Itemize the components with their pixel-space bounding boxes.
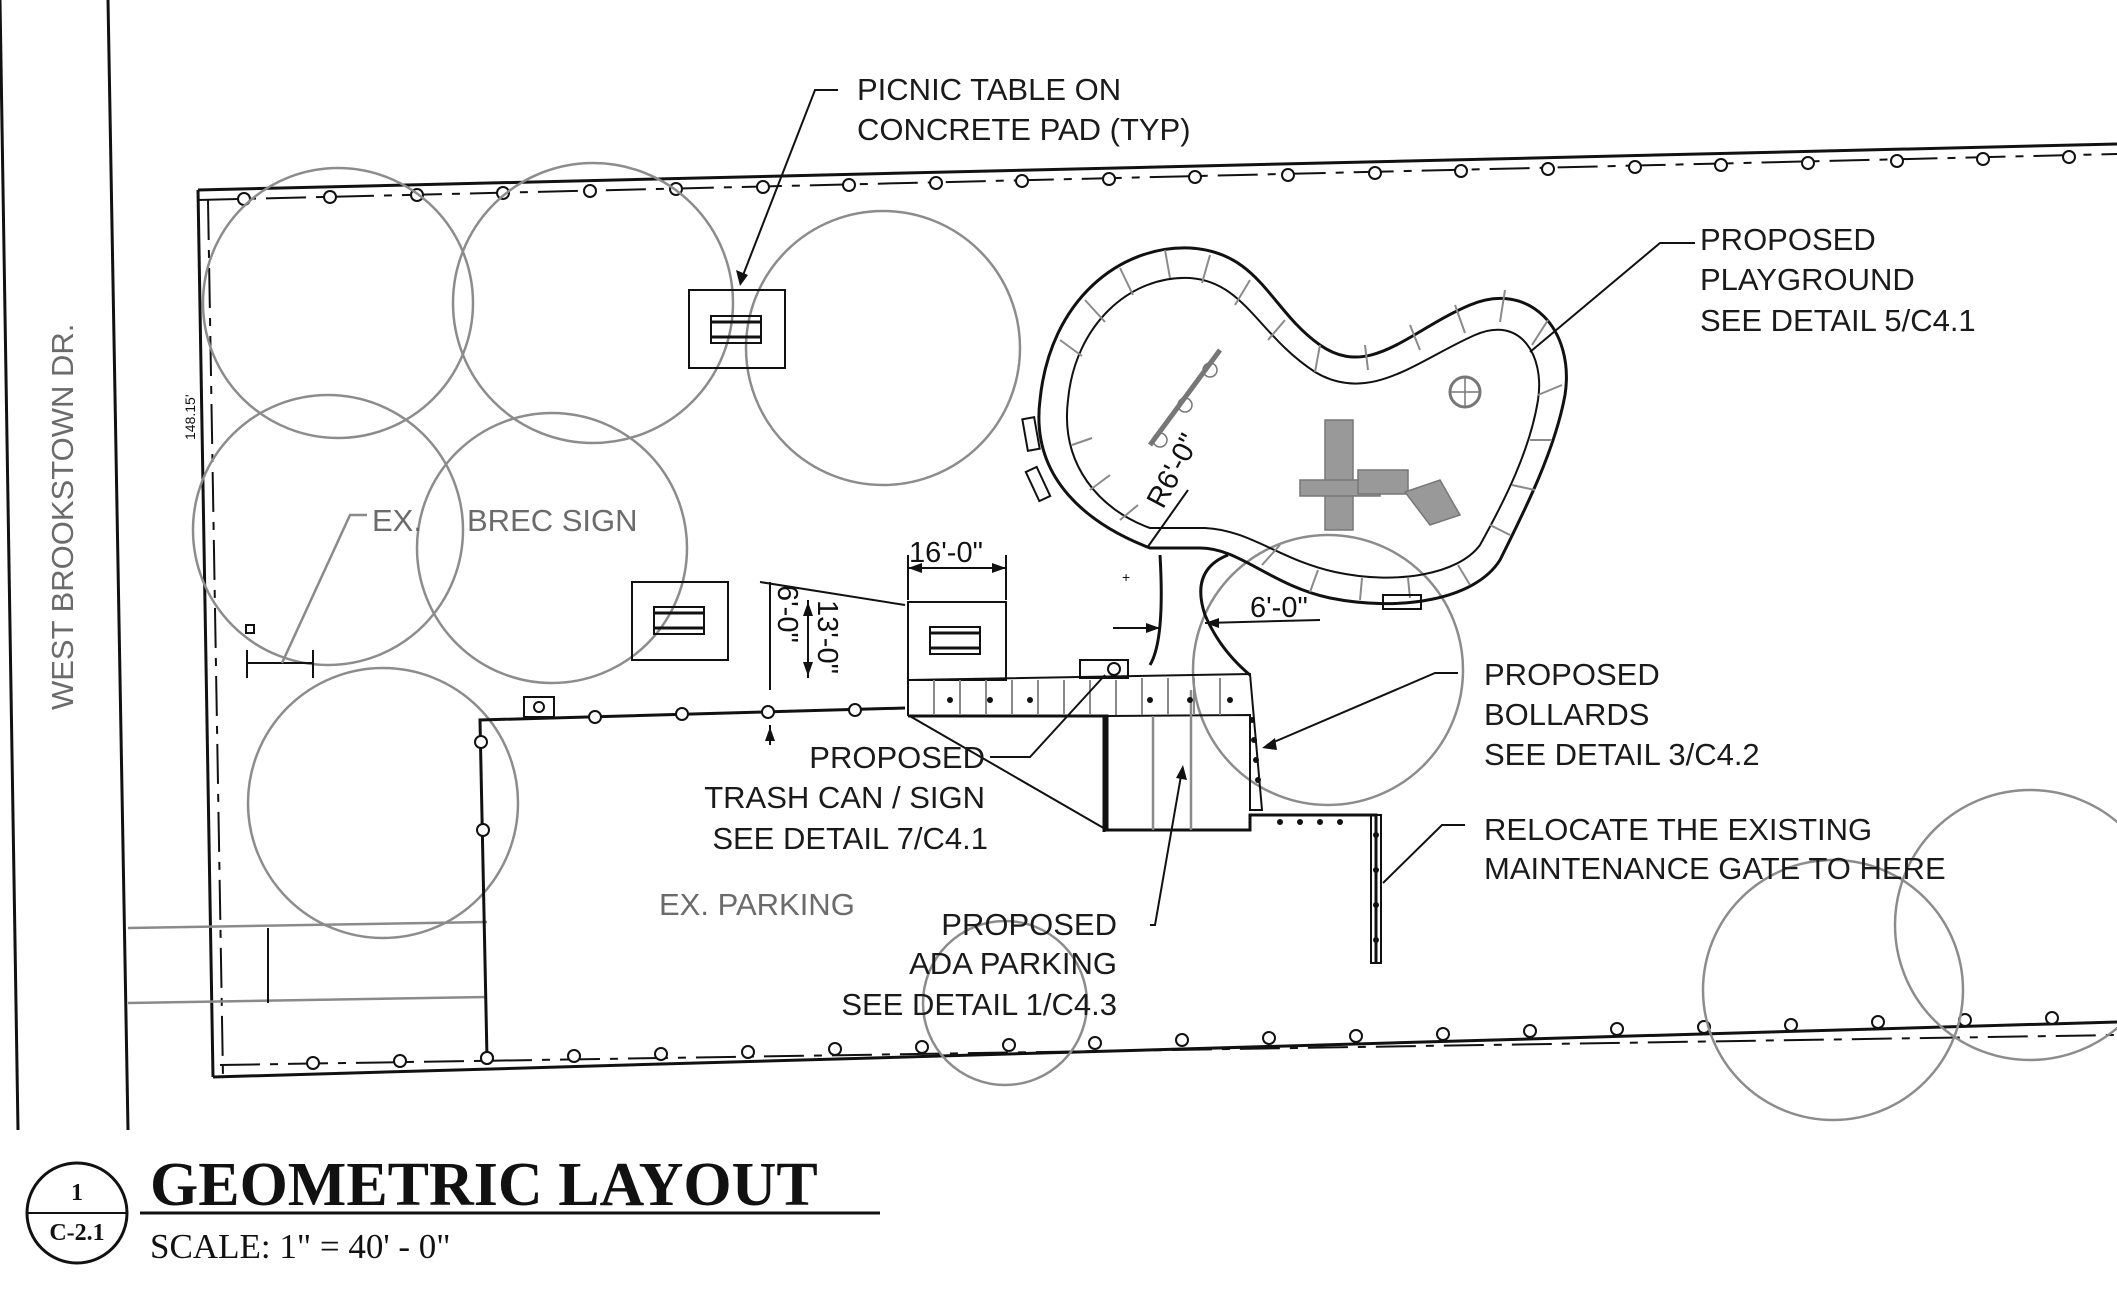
- drawing-scale: SCALE: 1" = 40' - 0": [150, 1227, 451, 1266]
- svg-text:PICNIC TABLE ON: PICNIC TABLE ON: [857, 72, 1121, 107]
- picnic-table-callout: PICNIC TABLE ON CONCRETE PAD (TYP): [857, 72, 1191, 147]
- property-boundary: [196, 142, 2117, 1079]
- playground-callout: PROPOSED PLAYGROUND SEE DETAIL 5/C4.1: [1700, 222, 1976, 338]
- play-equipment: [1147, 348, 1482, 531]
- picnic-table-pad-1: [688, 289, 786, 369]
- svg-text:BOLLARDS: BOLLARDS: [1484, 697, 1649, 732]
- maintenance-gate: [1370, 814, 1382, 964]
- drawing-number: 1: [71, 1180, 83, 1206]
- svg-text:ADA PARKING: ADA PARKING: [909, 946, 1117, 981]
- svg-text:CONCRETE PAD (TYP): CONCRETE PAD (TYP): [857, 112, 1191, 147]
- svg-text:MAINTENANCE GATE TO HERE: MAINTENANCE GATE TO HERE: [1484, 851, 1946, 886]
- svg-text:RELOCATE THE EXISTING: RELOCATE THE EXISTING: [1484, 812, 1872, 847]
- pad-width-dimension: 16'-0": [909, 537, 983, 569]
- existing-sign-symbol: [245, 513, 367, 678]
- walk-width-dimension: 6'-0": [1250, 592, 1308, 624]
- svg-text:SEE DETAIL 5/C4.1: SEE DETAIL 5/C4.1: [1700, 303, 1976, 338]
- existing-sign-callout: EX. BREC SIGN: [372, 503, 638, 538]
- title-block: 1 C-2.1 GEOMETRIC LAYOUT SCALE: 1" = 40'…: [25, 1151, 880, 1266]
- svg-text:EX.: EX.: [372, 503, 422, 538]
- fence-bottom: [306, 1011, 2059, 1070]
- property-depth-dimension: 148.15': [182, 395, 198, 441]
- svg-text:PROPOSED: PROPOSED: [941, 907, 1117, 942]
- existing-trees: [191, 161, 2117, 1122]
- dimension-lines: +: [759, 489, 1321, 745]
- ada-parking-callout: PROPOSED ADA PARKING SEE DETAIL 1/C4.3: [841, 907, 1117, 1022]
- bollards: [947, 697, 1343, 825]
- existing-parking-label: EX. PARKING: [659, 887, 855, 922]
- picnic-table-pad-2: [631, 581, 729, 661]
- pad-depth-dimension: 13'-0": [811, 600, 843, 674]
- svg-text:PROPOSED: PROPOSED: [809, 740, 985, 775]
- svg-text:+: +: [1122, 569, 1130, 585]
- svg-text:TRASH CAN / SIGN: TRASH CAN / SIGN: [704, 780, 985, 815]
- svg-text:SEE DETAIL 7/C4.1: SEE DETAIL 7/C4.1: [712, 821, 988, 856]
- parking-fence: [474, 696, 906, 1065]
- drawing-title: GEOMETRIC LAYOUT: [150, 1151, 818, 1219]
- svg-text:PROPOSED: PROPOSED: [1484, 657, 1660, 692]
- clearance-dimension: 6'-0": [771, 585, 803, 643]
- svg-text:SEE DETAIL 3/C4.2: SEE DETAIL 3/C4.2: [1484, 737, 1760, 772]
- svg-text:PROPOSED: PROPOSED: [1700, 222, 1876, 257]
- street-edge-line: [0, 0, 20, 1131]
- svg-text:PLAYGROUND: PLAYGROUND: [1700, 262, 1915, 297]
- playground-area: [1021, 246, 1568, 610]
- street-name: WEST BROOKSTOWN DR.: [45, 324, 80, 710]
- bollards-callout: PROPOSED BOLLARDS SEE DETAIL 3/C4.2: [1484, 657, 1760, 772]
- leader-lines: [736, 89, 1695, 926]
- trash-can-callout: PROPOSED TRASH CAN / SIGN SEE DETAIL 7/C…: [704, 740, 988, 856]
- svg-text:BREC SIGN: BREC SIGN: [467, 503, 638, 538]
- sheet-number: C-2.1: [49, 1220, 104, 1246]
- right-of-way-line: [106, 0, 130, 1131]
- svg-text:SEE DETAIL 1/C4.3: SEE DETAIL 1/C4.3: [841, 987, 1117, 1022]
- picnic-table-pad-3: [907, 601, 1007, 681]
- gate-callout: RELOCATE THE EXISTING MAINTENANCE GATE T…: [1484, 812, 1946, 886]
- existing-parking-edges: [127, 920, 488, 1005]
